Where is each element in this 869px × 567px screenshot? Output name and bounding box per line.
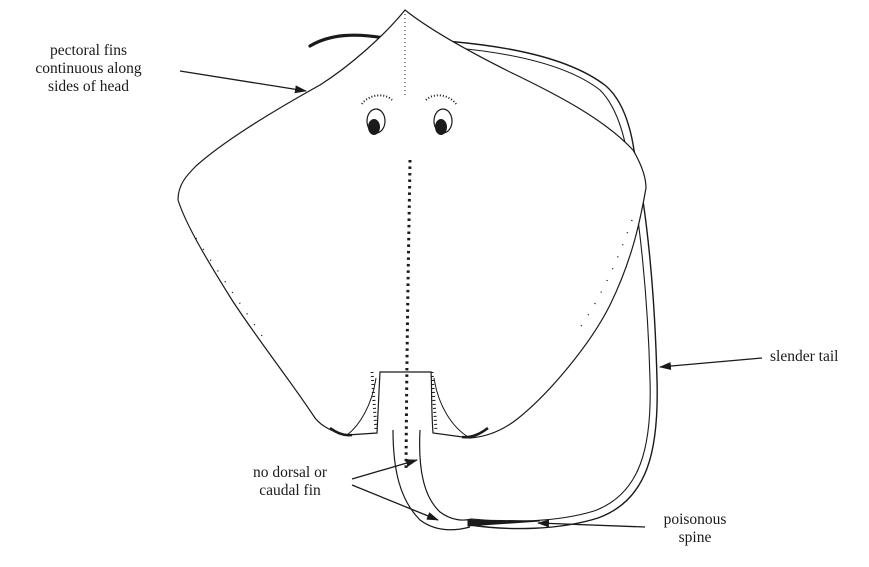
tail-base-left (393, 430, 470, 530)
tail-base-right (420, 430, 472, 520)
ray-disc (178, 10, 646, 438)
arrow-slender-tail (660, 358, 762, 367)
arrow-no-dorsal-upper (352, 460, 417, 479)
label-poisonous-spine: poisonous spine (647, 511, 743, 547)
poisonous-spine-shape (468, 520, 540, 526)
label-pectoral-fins: pectoral fins continuous along sides of … (0, 42, 177, 96)
label-no-dorsal-caudal: no dorsal or caudal fin (229, 464, 351, 500)
arrow-pectoral-fins (180, 71, 306, 91)
arrow-no-dorsal-lower (352, 485, 438, 520)
label-slender-tail: slender tail (770, 348, 838, 366)
